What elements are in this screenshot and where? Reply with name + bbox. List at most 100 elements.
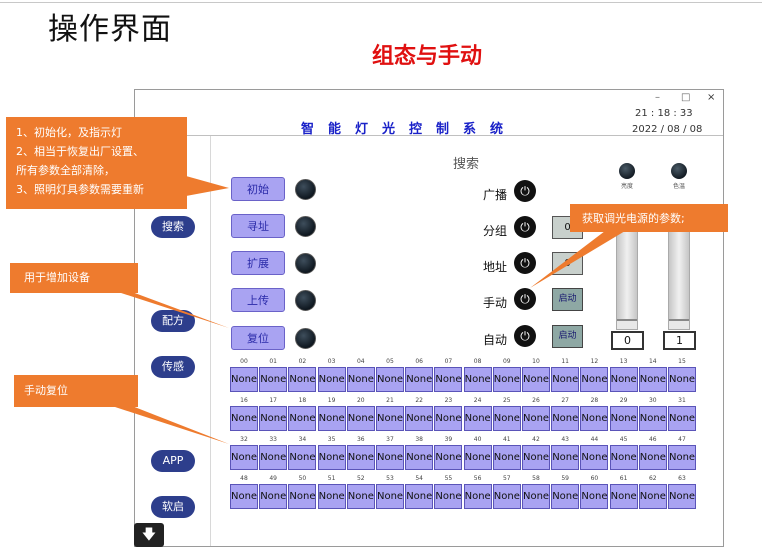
channel-cell[interactable]: None xyxy=(317,445,346,470)
channel-cell[interactable]: None xyxy=(405,484,434,509)
reset-button[interactable]: 复位 xyxy=(231,326,285,350)
init-button[interactable]: 初始 xyxy=(231,177,285,201)
channel-cell[interactable]: None xyxy=(346,484,375,509)
color-temp-slider-thumb[interactable] xyxy=(669,319,689,329)
channel-cell[interactable]: None xyxy=(376,406,404,431)
manual-power-icon[interactable]: ⏻ xyxy=(514,288,536,310)
broadcast-power-icon[interactable]: ⏻ xyxy=(514,180,536,202)
close-icon[interactable]: × xyxy=(707,92,716,103)
brightness-label: 亮度 xyxy=(620,183,633,190)
minimize-icon[interactable]: – xyxy=(655,92,660,103)
channel-cell[interactable]: None xyxy=(434,445,463,470)
channel-number: 38 xyxy=(415,436,423,443)
channel-cell[interactable]: None xyxy=(668,484,696,509)
channel-cell[interactable]: None xyxy=(405,406,434,431)
channel-cell[interactable]: None xyxy=(551,406,580,431)
channel-cell[interactable]: None xyxy=(609,367,638,392)
add-device-pointer xyxy=(118,292,229,328)
nav-recipe-button[interactable]: 配方 xyxy=(151,310,195,332)
channel-number: 34 xyxy=(298,436,307,443)
channel-cell[interactable]: None xyxy=(609,406,638,431)
channel-cell[interactable]: None xyxy=(259,484,288,509)
channel-cell[interactable]: None xyxy=(580,367,609,392)
nav-app-button[interactable]: APP xyxy=(151,450,195,472)
brightness-slider[interactable] xyxy=(616,220,638,330)
channel-cell[interactable]: None xyxy=(668,445,696,470)
channel-cell[interactable]: None xyxy=(522,406,550,431)
channel-cell[interactable]: None xyxy=(551,484,580,509)
channel-cell[interactable]: None xyxy=(259,406,288,431)
channel-cell[interactable]: None xyxy=(259,445,288,470)
group-power-icon[interactable]: ⏻ xyxy=(514,216,536,238)
channel-cell[interactable]: None xyxy=(492,445,521,470)
channel-number: 54 xyxy=(415,475,423,482)
address-power-icon[interactable]: ⏻ xyxy=(514,252,536,274)
channel-cell[interactable]: None xyxy=(288,445,317,470)
channel-cell[interactable]: None xyxy=(638,484,667,509)
channel-cell[interactable]: None xyxy=(317,406,346,431)
channel-cell[interactable]: None xyxy=(376,445,404,470)
channel-number: 21 xyxy=(386,397,394,404)
channel-cell[interactable]: None xyxy=(434,367,463,392)
channel-cell[interactable]: None xyxy=(376,367,404,392)
channel-cell[interactable]: None xyxy=(638,406,667,431)
channel-number: 28 xyxy=(590,397,599,404)
channel-cell[interactable]: None xyxy=(288,406,317,431)
channel-cell[interactable]: None xyxy=(405,445,434,470)
channel-cell[interactable]: None xyxy=(638,367,667,392)
channel-cell[interactable]: None xyxy=(317,484,346,509)
channel-cell[interactable]: None xyxy=(580,406,609,431)
channel-cell[interactable]: None xyxy=(346,406,375,431)
auto-power-icon[interactable]: ⏻ xyxy=(514,325,536,347)
address-button[interactable]: 寻址 xyxy=(231,214,285,238)
channel-cell[interactable]: None xyxy=(346,367,375,392)
channel-number: 19 xyxy=(327,397,336,404)
channel-cell[interactable]: None xyxy=(317,367,346,392)
channel-cell[interactable]: None xyxy=(288,367,317,392)
channel-cell[interactable]: None xyxy=(551,367,580,392)
maximize-icon[interactable]: □ xyxy=(681,92,691,103)
channel-number: 18 xyxy=(298,397,307,404)
color-temp-value[interactable]: 1 xyxy=(663,331,696,350)
channel-cell[interactable]: None xyxy=(405,367,434,392)
channel-cell[interactable]: None xyxy=(230,406,258,431)
channel-cell[interactable]: None xyxy=(463,367,492,392)
upload-button[interactable]: 上传 xyxy=(231,288,285,312)
channel-cell[interactable]: None xyxy=(259,367,288,392)
channel-cell[interactable]: None xyxy=(346,445,375,470)
download-icon[interactable]: 🡇 xyxy=(134,523,164,547)
extend-button[interactable]: 扩展 xyxy=(231,251,285,275)
channel-cell[interactable]: None xyxy=(668,406,696,431)
channel-cell[interactable]: None xyxy=(522,484,550,509)
color-temp-slider[interactable] xyxy=(668,220,690,330)
channel-cell[interactable]: None xyxy=(230,367,258,392)
channel-cell[interactable]: None xyxy=(492,484,521,509)
channel-cell[interactable]: None xyxy=(230,445,258,470)
channel-cell[interactable]: None xyxy=(463,445,492,470)
channel-cell[interactable]: None xyxy=(434,484,463,509)
channel-cell[interactable]: None xyxy=(492,367,521,392)
manual-start-button[interactable]: 启动 xyxy=(552,288,583,311)
nav-sensor-button[interactable]: 传感 xyxy=(151,356,195,378)
nav-restart-button[interactable]: 软启 xyxy=(151,496,195,518)
nav-search-button[interactable]: 搜索 xyxy=(151,216,195,238)
channel-cell[interactable]: None xyxy=(580,445,609,470)
brightness-slider-thumb[interactable] xyxy=(617,319,637,329)
channel-cell[interactable]: None xyxy=(609,445,638,470)
channel-cell[interactable]: None xyxy=(551,445,580,470)
auto-start-button[interactable]: 启动 xyxy=(552,325,583,348)
channel-cell[interactable]: None xyxy=(522,367,550,392)
channel-cell[interactable]: None xyxy=(463,484,492,509)
channel-cell[interactable]: None xyxy=(376,484,404,509)
channel-cell[interactable]: None xyxy=(434,406,463,431)
channel-cell[interactable]: None xyxy=(638,445,667,470)
channel-cell[interactable]: None xyxy=(230,484,258,509)
brightness-value[interactable]: 0 xyxy=(611,331,644,350)
channel-cell[interactable]: None xyxy=(580,484,609,509)
channel-cell[interactable]: None xyxy=(492,406,521,431)
channel-cell[interactable]: None xyxy=(609,484,638,509)
channel-cell[interactable]: None xyxy=(463,406,492,431)
channel-cell[interactable]: None xyxy=(522,445,550,470)
channel-cell[interactable]: None xyxy=(288,484,317,509)
channel-cell[interactable]: None xyxy=(668,367,696,392)
